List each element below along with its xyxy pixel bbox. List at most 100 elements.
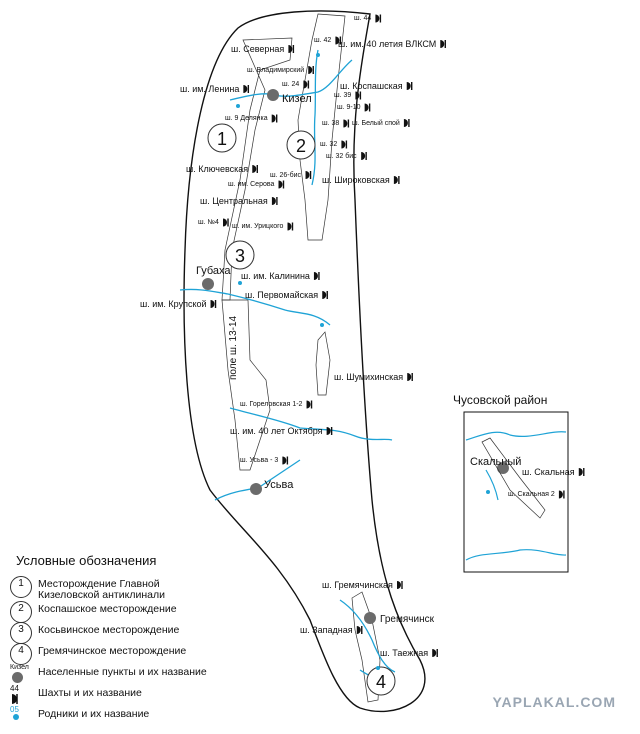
mine-label: ш. им. 40 летия ВЛКСМ bbox=[338, 39, 436, 49]
mine-marker-icon bbox=[356, 626, 363, 634]
mine-label: ш. 32 бис bbox=[326, 152, 357, 160]
mine-label: ш. Северная bbox=[231, 44, 284, 54]
mine-label: ш. 9 Делянка bbox=[225, 115, 268, 122]
mine-marker-icon bbox=[271, 197, 278, 205]
basin-outline bbox=[183, 10, 426, 713]
mine-marker-icon bbox=[403, 119, 410, 127]
legend-text: Шахты и их название bbox=[38, 687, 142, 699]
mine-marker-icon bbox=[252, 165, 258, 173]
mine-marker-icon bbox=[306, 400, 313, 409]
mine-label: ш. им. Ленина bbox=[180, 84, 239, 94]
mine-label: ш. 32 bbox=[320, 141, 337, 148]
mine-marker-icon bbox=[393, 176, 400, 184]
mine-label: ш. Таежная bbox=[380, 648, 428, 658]
mine-label: ш. Ключевская bbox=[186, 164, 248, 174]
town-marker bbox=[497, 462, 509, 474]
mine-marker-icon bbox=[335, 36, 342, 45]
legend-item: Кизел Населенные пункты и их название bbox=[6, 664, 266, 685]
legend-text: Месторождение Главной Кизеловской антикл… bbox=[38, 578, 165, 601]
mine-label: ш. Центральная bbox=[200, 196, 268, 206]
mine-marker-icon bbox=[578, 468, 585, 476]
mine-label: ш. Широковская bbox=[322, 175, 390, 185]
mine-label: ш. Владимирский bbox=[247, 66, 304, 74]
deposit-numbers: 1 2 3 4 bbox=[207, 123, 396, 696]
town-name: Усьва bbox=[264, 479, 294, 491]
mine-marker-icon bbox=[278, 180, 285, 189]
inset-frame bbox=[463, 411, 569, 573]
mine-marker-icon bbox=[308, 66, 314, 74]
towns: Кизел Губаха Усьва Гремячинск Скальный bbox=[196, 89, 521, 625]
legend-symbol: 2 bbox=[10, 601, 32, 623]
legend-symbol-label: 05 bbox=[10, 705, 19, 714]
legend-item: 4 Гремячинское месторождение bbox=[6, 643, 266, 665]
field-boundary-shumikha bbox=[315, 331, 331, 396]
mine-label: ш. Западная bbox=[300, 625, 353, 635]
inset-title: Чусовской район bbox=[453, 393, 547, 407]
field-boundary-2 bbox=[297, 13, 346, 241]
legend-symbol-label: 44 bbox=[10, 684, 19, 693]
mine-icon: 44 bbox=[10, 685, 30, 705]
town-name: Кизел bbox=[282, 93, 312, 105]
mine-marker-icon bbox=[305, 171, 312, 179]
mine-marker-icon bbox=[322, 291, 328, 299]
mine-marker-icon bbox=[303, 80, 310, 89]
mine-marker-icon bbox=[343, 119, 350, 128]
mine-marker-icon bbox=[341, 140, 348, 149]
town-marker bbox=[267, 89, 279, 101]
legend-text: Коспашское месторождение bbox=[38, 603, 177, 615]
mine-marker-icon bbox=[440, 40, 446, 48]
mine-label: ш. им. Урицкого bbox=[232, 223, 283, 230]
legend: Условные обозначения 1 Месторождение Гла… bbox=[6, 553, 266, 727]
legend-symbol: 1 bbox=[10, 576, 32, 598]
springs bbox=[236, 53, 490, 670]
deposit-number-3: 3 bbox=[235, 246, 245, 266]
mine-label: ш. 42 bbox=[314, 37, 331, 44]
legend-symbol-label: Кизел bbox=[10, 664, 29, 671]
mine-marker-icon bbox=[313, 272, 320, 280]
deposit-number-4: 4 bbox=[376, 672, 386, 692]
mine-marker-icon bbox=[432, 649, 438, 657]
mine-label: ш. им. Калинина bbox=[241, 271, 310, 281]
mine-label: ш. 26-бис bbox=[270, 171, 302, 179]
mine-label: ш. Шумихинская bbox=[334, 372, 403, 382]
deposit-number-2: 2 bbox=[296, 136, 306, 156]
mine-marker-icon bbox=[271, 114, 278, 123]
legend-item: 2 Коспашское месторождение bbox=[6, 601, 266, 623]
town-marker bbox=[202, 278, 214, 290]
mine-label: ш. им. 40 лет Октября bbox=[230, 426, 323, 436]
watermark: YAPLAKAL.COM bbox=[492, 694, 616, 710]
mine-marker-icon bbox=[282, 456, 289, 465]
mine-label: ш. Белый спой bbox=[352, 119, 400, 127]
town-name: Гремячинск bbox=[380, 614, 435, 625]
mine-label: ш. 24 bbox=[282, 81, 299, 88]
mine-marker-icon bbox=[223, 218, 229, 227]
mine-markers bbox=[210, 14, 585, 657]
mine-label: ш. Усьва - 3 bbox=[240, 457, 278, 464]
mine-label: ш. Скальная 2 bbox=[508, 491, 555, 498]
mine-label: ш. Первомайская bbox=[245, 290, 318, 300]
town-icon: Кизел bbox=[10, 664, 30, 684]
mine-label: ш. 44 bbox=[354, 15, 371, 22]
legend-item: 1 Месторождение Главной Кизеловской анти… bbox=[6, 576, 266, 601]
mine-marker-icon bbox=[210, 300, 217, 308]
spring-icon: 05 bbox=[10, 706, 30, 726]
mine-marker-icon bbox=[375, 14, 382, 23]
mine-marker-icon bbox=[361, 152, 367, 160]
mine-label: ш. 39 bbox=[334, 92, 351, 99]
mine-label: ш. 9-10 bbox=[337, 104, 361, 111]
mine-marker-icon bbox=[326, 427, 333, 435]
mine-marker-icon bbox=[288, 45, 295, 53]
legend-symbol: 4 bbox=[10, 643, 32, 665]
mine-marker-icon bbox=[406, 82, 413, 90]
legend-text: Родники и их название bbox=[38, 708, 150, 720]
legend-symbol: 3 bbox=[10, 622, 32, 644]
inset-field-boundary bbox=[481, 437, 546, 519]
town-marker bbox=[364, 612, 376, 624]
legend-item: 3 Косьвинское месторождение bbox=[6, 622, 266, 644]
mine-marker-icon bbox=[355, 91, 362, 100]
field-boundary-1 bbox=[221, 37, 293, 301]
mine-label: ш. Коспашская bbox=[340, 81, 403, 91]
mine-label: ш. №4 bbox=[198, 219, 219, 226]
mine-label: ш. Гореловская 1-2 bbox=[240, 401, 303, 408]
mine-label: ш. им. Серова bbox=[228, 181, 274, 188]
